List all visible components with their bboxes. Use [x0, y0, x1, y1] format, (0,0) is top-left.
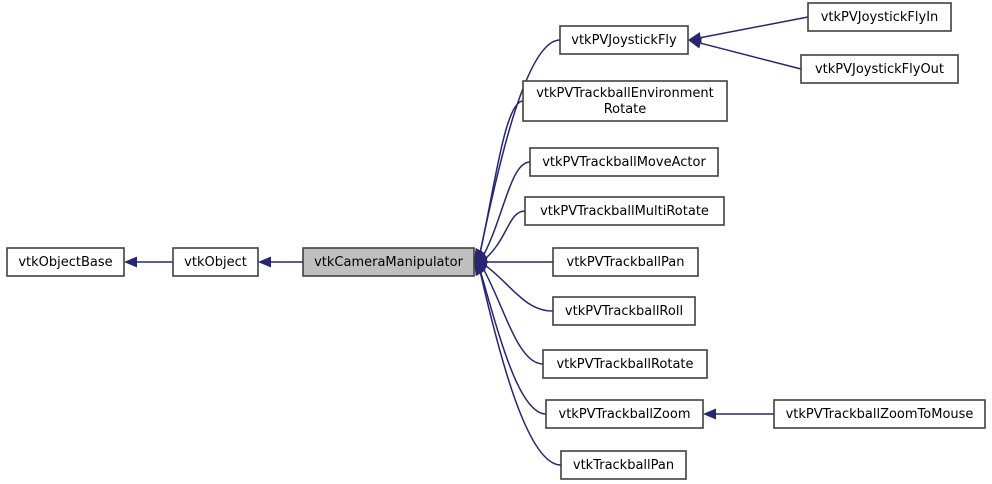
node-label: vtkPVTrackballMultiRotate — [540, 204, 709, 219]
node-vtkPVTrackballMoveActor[interactable]: vtkPVTrackballMoveActor — [529, 147, 719, 177]
node-box[interactable] — [529, 147, 719, 177]
node-box[interactable] — [560, 450, 687, 480]
node-box[interactable] — [807, 2, 952, 32]
node-box[interactable] — [172, 247, 259, 277]
edge-path — [483, 269, 544, 365]
node-vtkPVTrackballPan[interactable]: vtkPVTrackballPan — [552, 247, 699, 277]
edge-path — [479, 273, 562, 466]
node-label-line: vtkPVJoystickFlyIn — [821, 10, 939, 25]
node-label-line: vtkPVTrackballZoomToMouse — [786, 407, 974, 422]
edge-path — [479, 100, 524, 251]
node-vtkCameraManipulator[interactable]: vtkCameraManipulator — [302, 247, 475, 277]
edge-arrowhead — [688, 37, 702, 49]
node-box[interactable] — [545, 399, 704, 429]
node-label: vtkPVTrackballRoll — [565, 304, 683, 319]
edge-arrowhead — [474, 262, 486, 277]
node-vtkPVTrackballMultiRotate[interactable]: vtkPVTrackballMultiRotate — [524, 196, 725, 226]
edge-path — [480, 272, 547, 415]
node-label-line: vtkObject — [184, 255, 247, 270]
node-vtkTrackballPan[interactable]: vtkTrackballPan — [560, 450, 687, 480]
nodes-layer: vtkObjectBase vtkObject vtkCameraManipulat… — [6, 2, 986, 480]
node-box[interactable] — [552, 296, 696, 326]
node-label: vtkPVTrackballPan — [567, 255, 685, 270]
node-box[interactable] — [542, 349, 708, 379]
edge-path — [485, 265, 554, 312]
node-vtkPVTrackballZoomToMouse[interactable]: vtkPVTrackballZoomToMouse — [773, 399, 986, 429]
node-label: vtkPVJoystickFlyIn — [821, 10, 939, 25]
node-box[interactable] — [559, 25, 689, 55]
node-box[interactable] — [522, 80, 728, 122]
edge-vtkPVTrackballRotate-to-vtkCameraManipulator — [474, 262, 544, 365]
node-label-line: vtkPVJoystickFlyOut — [815, 62, 944, 77]
node-vtkObject[interactable]: vtkObject — [172, 247, 259, 277]
edge-path — [700, 16, 809, 39]
edge-path — [485, 210, 526, 259]
node-label: vtkPVTrackballMoveActor — [542, 155, 706, 170]
edge-vtkPVJoystickFlyOut-to-vtkPVJoystickFly — [688, 37, 802, 70]
node-label-line: vtkPVTrackballZoom — [559, 407, 691, 422]
node-label: vtkPVTrackballZoom — [559, 407, 691, 422]
node-label-line: vtkTrackballPan — [573, 458, 674, 473]
node-vtkPVTrackballZoom[interactable]: vtkPVTrackballZoom — [545, 399, 704, 429]
node-box[interactable] — [302, 247, 475, 277]
node-box[interactable] — [524, 196, 725, 226]
node-vtkObjectBase[interactable]: vtkObjectBase — [6, 247, 125, 277]
edge-vtkObject-to-vtkObjectBase — [124, 256, 173, 268]
edge-vtkPVTrackballEnvironmentRotate-to-vtkCameraManipulator — [474, 100, 524, 262]
node-label: vtkPVJoystickFlyOut — [815, 62, 944, 77]
edge-vtkTrackballPan-to-vtkCameraManipulator — [474, 262, 562, 466]
edge-vtkPVTrackballZoom-to-vtkCameraManipulator — [474, 262, 547, 415]
node-label-line: Rotate — [604, 102, 647, 117]
node-vtkPVJoystickFlyIn[interactable]: vtkPVJoystickFlyIn — [807, 2, 952, 32]
edges-layer — [124, 16, 809, 466]
node-label: vtkTrackballPan — [573, 458, 674, 473]
node-label-line: vtkPVTrackballMultiRotate — [540, 204, 709, 219]
node-vtkPVJoystickFly[interactable]: vtkPVJoystickFly — [559, 25, 689, 55]
edge-vtkPVTrackballZoomToMouse-to-vtkPVTrackballZoom — [703, 408, 774, 420]
edge-path — [700, 42, 802, 70]
node-label-line: vtkPVJoystickFly — [571, 33, 677, 48]
node-label-line: vtkPVTrackballEnvironment — [536, 86, 714, 101]
node-label: vtkPVJoystickFly — [571, 33, 677, 48]
edge-arrowhead — [258, 256, 271, 268]
node-box[interactable] — [552, 247, 699, 277]
node-label-line: vtkPVTrackballRoll — [565, 304, 683, 319]
node-label: vtkPVTrackballRotate — [556, 357, 693, 372]
node-vtkPVTrackballRoll[interactable]: vtkPVTrackballRoll — [552, 296, 696, 326]
node-vtkPVTrackballRotate[interactable]: vtkPVTrackballRotate — [542, 349, 708, 379]
node-label-line: vtkObjectBase — [18, 255, 112, 270]
edge-arrowhead — [703, 408, 716, 420]
node-box[interactable] — [6, 247, 125, 277]
edge-vtkCameraManipulator-to-vtkObject — [258, 256, 303, 268]
node-label: vtkCameraManipulator — [314, 255, 463, 270]
edge-vtkPVTrackballRoll-to-vtkCameraManipulator — [474, 260, 554, 312]
edge-vtkPVJoystickFlyIn-to-vtkPVJoystickFly — [688, 16, 809, 43]
node-label: vtkObject — [184, 255, 247, 270]
node-label: vtkPVTrackballZoomToMouse — [786, 407, 974, 422]
node-label-line: vtkPVTrackballPan — [567, 255, 685, 270]
edge-path — [483, 161, 531, 255]
node-label-line: vtkPVTrackballMoveActor — [542, 155, 706, 170]
edge-arrowhead — [124, 256, 137, 268]
node-label-line: vtkCameraManipulator — [314, 255, 463, 270]
node-box[interactable] — [800, 54, 959, 84]
node-vtkPVJoystickFlyOut[interactable]: vtkPVJoystickFlyOut — [800, 54, 959, 84]
edge-vtkPVTrackballMultiRotate-to-vtkCameraManipulator — [474, 210, 526, 263]
node-label: vtkObjectBase — [18, 255, 112, 270]
node-box[interactable] — [773, 399, 986, 429]
node-label-line: vtkPVTrackballRotate — [556, 357, 693, 372]
